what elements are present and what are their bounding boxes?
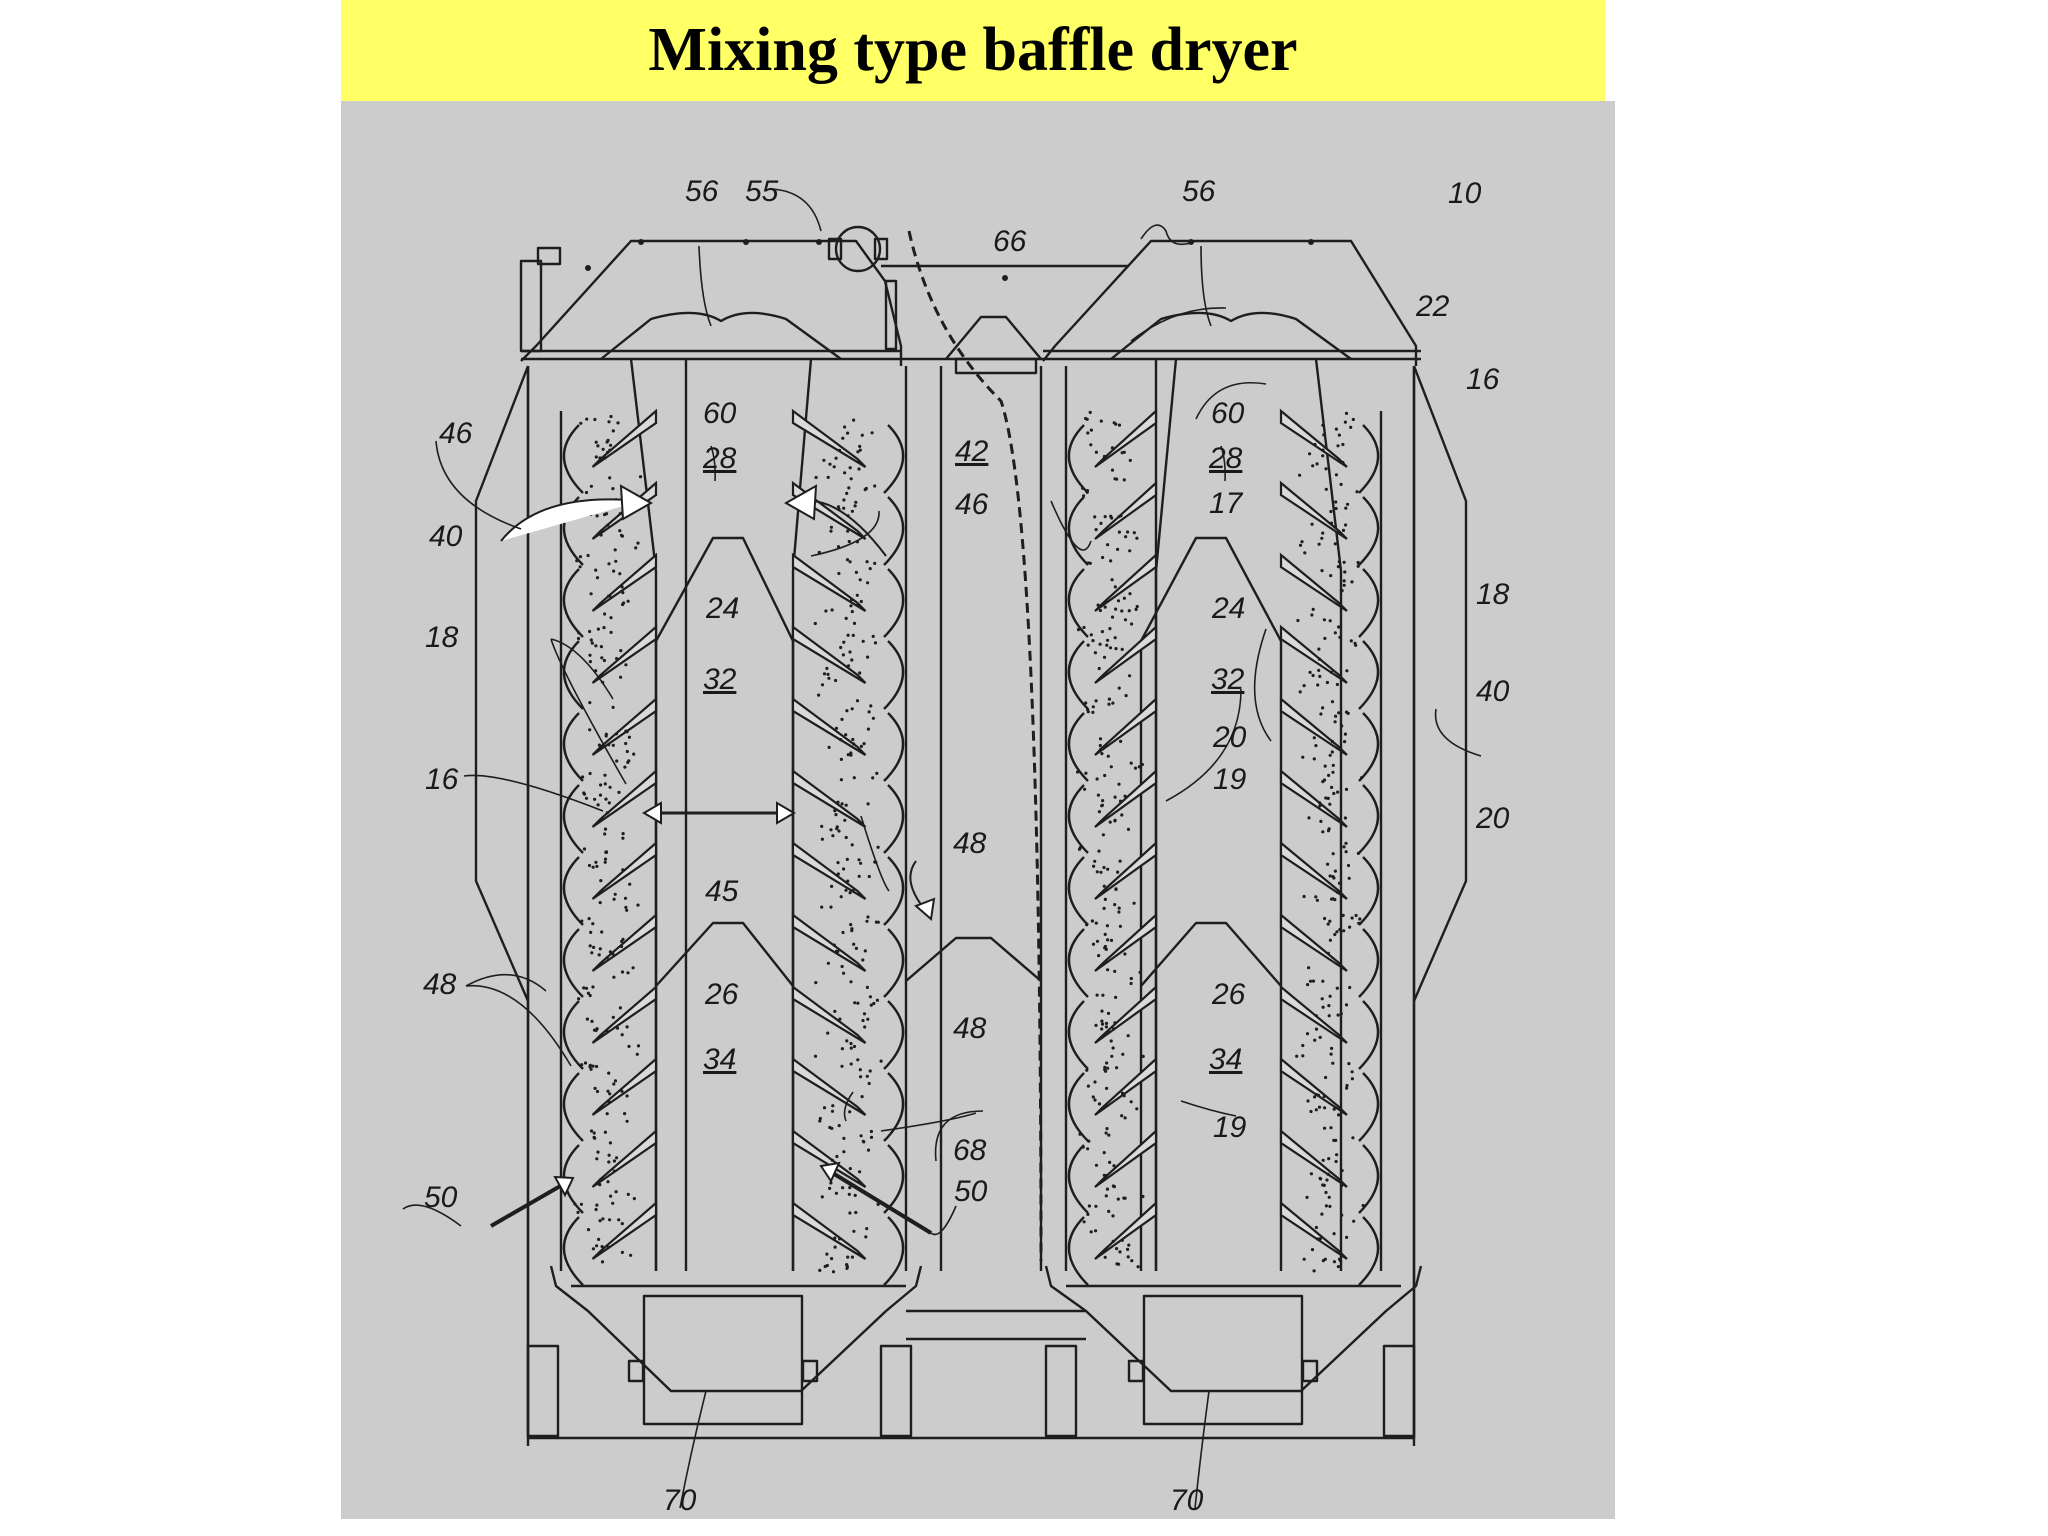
title-band: Mixing type baffle dryer — [341, 0, 1605, 101]
top-hoods — [519, 225, 1421, 375]
baffle-arcs — [562, 424, 1380, 1286]
label-55: 55 — [745, 175, 779, 208]
label-19-lower: 19 — [1213, 1111, 1247, 1144]
discharge-conveyor-right — [1142, 1294, 1304, 1426]
label-48-lower: 48 — [953, 1012, 987, 1045]
label-17: 17 — [1209, 487, 1244, 520]
label-24-left: 24 — [705, 592, 739, 625]
label-18-right: 18 — [1476, 578, 1510, 611]
grain-flow-path — [907, 230, 1043, 1262]
label-20-center: 20 — [1212, 721, 1247, 754]
label-48-upper: 48 — [953, 827, 987, 860]
label-10: 10 — [1448, 177, 1482, 210]
label-20-right: 20 — [1475, 802, 1510, 835]
dryer-drawing: 10 22 16 56 55 56 66 60 60 28 28 42 46 4… — [402, 175, 1510, 1517]
label-26-left: 26 — [704, 978, 739, 1011]
label-66: 66 — [993, 225, 1027, 258]
label-56-left: 56 — [685, 175, 719, 208]
grain-particles — [573, 410, 1365, 1274]
label-50-left: 50 — [424, 1181, 458, 1214]
label-70-right: 70 — [1170, 1484, 1204, 1517]
label-16-left: 16 — [425, 763, 459, 796]
air-ducts — [654, 536, 1283, 1271]
label-40-right: 40 — [1476, 675, 1510, 708]
label-60-right: 60 — [1211, 397, 1245, 430]
label-18-left: 18 — [425, 621, 459, 654]
label-26-right: 26 — [1211, 978, 1246, 1011]
label-46-center: 46 — [955, 488, 989, 521]
label-45: 45 — [705, 875, 739, 908]
label-42: 42 — [955, 435, 989, 468]
baffle-plates — [591, 408, 1348, 1260]
label-40-left: 40 — [429, 520, 463, 553]
label-70-left: 70 — [663, 1484, 697, 1517]
label-32-right: 32 — [1211, 663, 1245, 696]
fan-motor — [834, 225, 882, 273]
slide-title: Mixing type baffle dryer — [648, 16, 1298, 84]
label-22: 22 — [1415, 290, 1450, 323]
leader-lines — [402, 188, 1482, 1509]
discharge-conveyor-left — [642, 1294, 804, 1426]
reference-labels: 10 22 16 56 55 56 66 60 60 28 28 42 46 4… — [423, 175, 1510, 1517]
label-19-upper: 19 — [1213, 763, 1247, 796]
label-48-left: 48 — [423, 968, 457, 1001]
label-56-right: 56 — [1182, 175, 1216, 208]
column-walls — [526, 358, 1416, 1438]
air-plenums — [474, 365, 1468, 1002]
label-60-left: 60 — [703, 397, 737, 430]
label-46-left: 46 — [439, 417, 473, 450]
label-28-left: 28 — [702, 442, 737, 475]
label-32-left: 32 — [703, 663, 737, 696]
label-24-right: 24 — [1211, 592, 1245, 625]
label-28-right: 28 — [1208, 442, 1243, 475]
label-16-right: 16 — [1466, 363, 1500, 396]
label-50-right: 50 — [954, 1175, 988, 1208]
dryer-diagram: 10 22 16 56 55 56 66 60 60 28 28 42 46 4… — [341, 101, 1615, 1519]
label-68: 68 — [953, 1134, 987, 1167]
airflow-arrows — [490, 484, 936, 1235]
discharge-hoppers — [526, 1265, 1423, 1438]
label-34-right: 34 — [1209, 1043, 1242, 1076]
label-34-left: 34 — [703, 1043, 736, 1076]
